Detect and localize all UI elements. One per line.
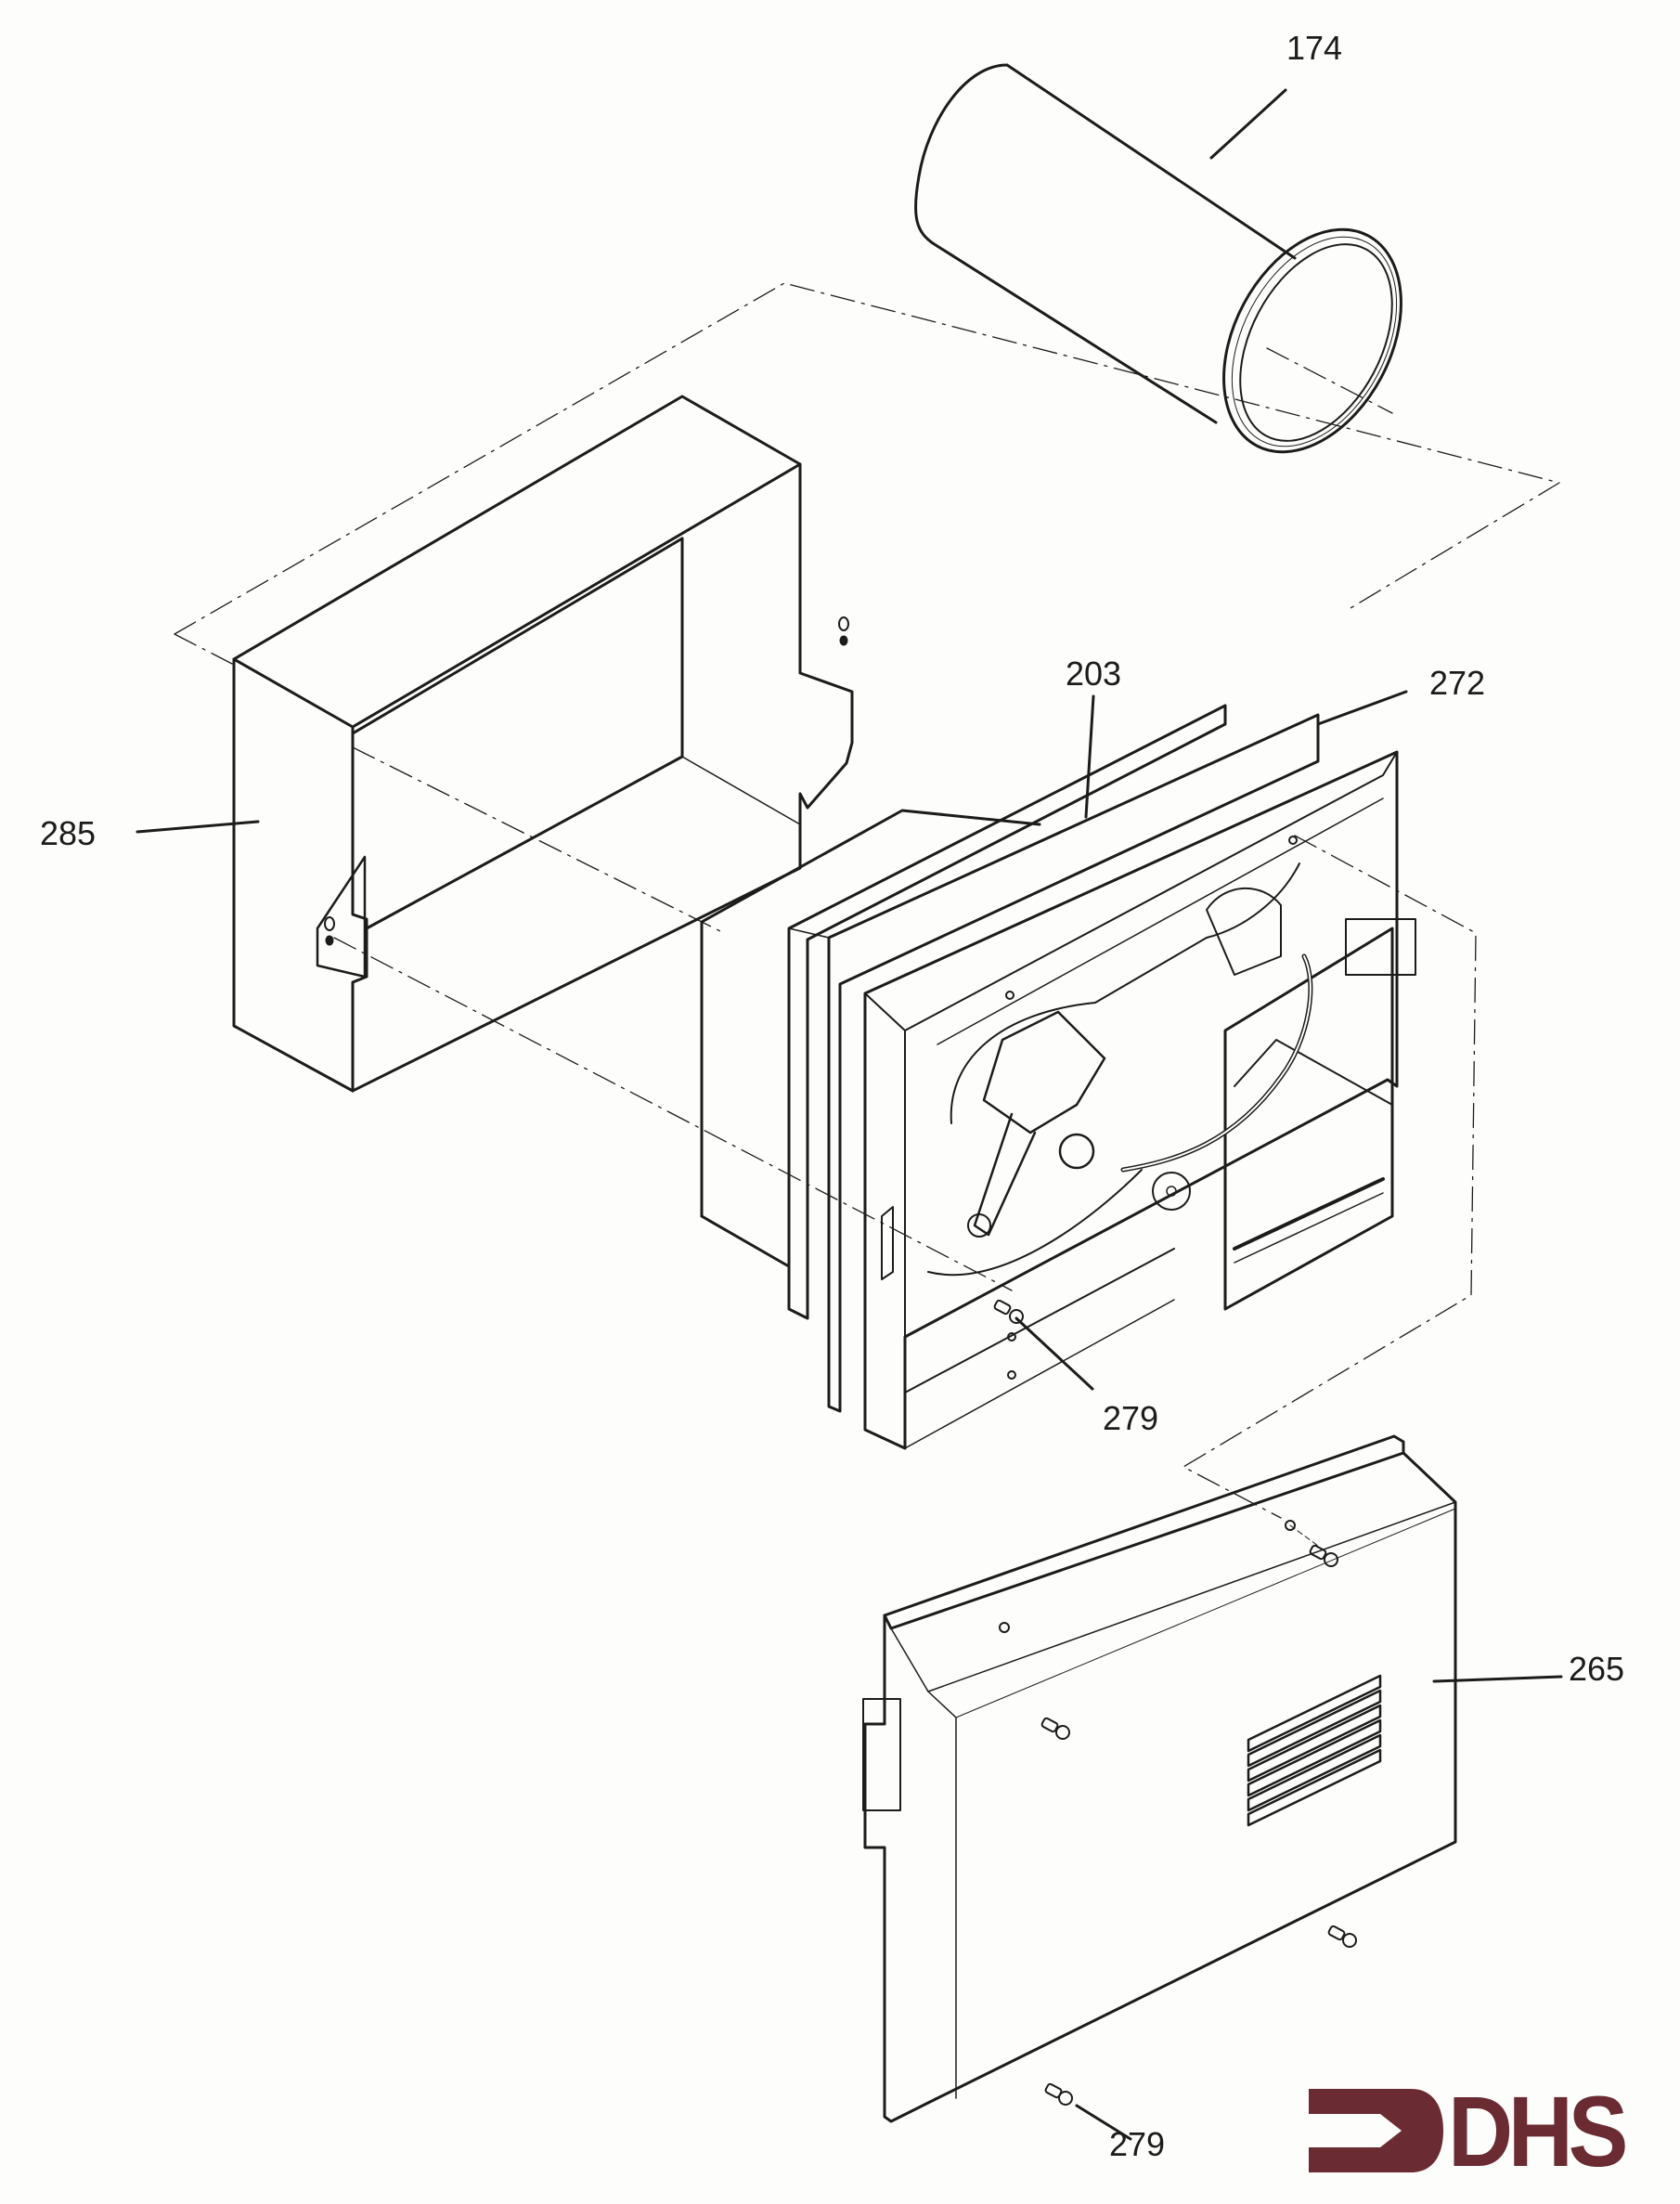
frame-hole [1008, 1371, 1015, 1379]
leader-174 [1211, 90, 1286, 158]
cover-top-flange [885, 1436, 1403, 1628]
cover-top-slope [891, 1628, 928, 1692]
cover-side-handle [863, 1699, 900, 1810]
alignment-line-top [174, 283, 1559, 634]
alignment-lines [174, 283, 1559, 1518]
cover-face-top [956, 1509, 1455, 1718]
callout-279-lower: 279 [1109, 2125, 1166, 2163]
logo-text: DHS [1448, 2075, 1628, 2187]
pulley [1060, 1134, 1093, 1168]
outlet-slot [1234, 1193, 1383, 1263]
louver-slot [1248, 1691, 1380, 1766]
alignment-line-box-diagonal [353, 747, 724, 933]
part-285-housing [137, 396, 852, 1091]
outlet-duct-inner [1234, 1040, 1392, 1105]
fan-housing [951, 863, 1299, 1123]
duct-rim-outer [1188, 200, 1438, 483]
housing-inner-floor [682, 757, 800, 824]
duct-rim-groove [1198, 209, 1430, 474]
louver-slot [1248, 1720, 1380, 1796]
tab-hole [325, 917, 334, 930]
part-265-cover [863, 1436, 1561, 2139]
duct-body [915, 65, 1295, 422]
vent-louvers [1248, 1676, 1380, 1825]
cover-crease [928, 1502, 1455, 1692]
rear-box-bottom [702, 1216, 787, 1265]
callout-203: 203 [1066, 655, 1122, 693]
motor-upper [1207, 888, 1281, 975]
screw-icon [1310, 1545, 1338, 1566]
pulley-small [968, 1214, 990, 1237]
frame-tab [882, 1207, 893, 1279]
alignment-line-frame-right [1183, 836, 1476, 1518]
callout-265: 265 [1569, 1650, 1625, 1688]
motor-arm [975, 1114, 1035, 1235]
leader-265 [1434, 1677, 1561, 1681]
fan-hub-center [1167, 1186, 1176, 1196]
part-203-272-blower-assembly [702, 692, 1415, 1448]
frame-bevel-line-2 [905, 1300, 1174, 1448]
motor [984, 1012, 1105, 1133]
callout-279-upper: 279 [1103, 1399, 1159, 1437]
louver-slot [1248, 1735, 1380, 1810]
outlet-slot [1234, 1179, 1383, 1249]
frame-272 [865, 752, 1397, 1448]
callout-174: 174 [1286, 29, 1343, 67]
tab-hole [839, 617, 848, 630]
belt-guide [928, 1170, 1142, 1275]
callout-272: 272 [1429, 664, 1486, 702]
callout-285: 285 [40, 814, 97, 852]
louver-slot [1248, 1676, 1380, 1751]
leader-285 [137, 822, 258, 832]
outlet-duct [1225, 928, 1392, 1309]
wiring-cable-inner [1123, 956, 1311, 1170]
alignment-line-tube-axis [1267, 348, 1392, 413]
fan-hub [1153, 1173, 1190, 1210]
housing-outline [234, 659, 367, 1091]
leader-279-lower [1077, 2106, 1131, 2139]
cover-outline [865, 1453, 1455, 2121]
frame-hole [1008, 1333, 1015, 1341]
leader-279-upper [1016, 1318, 1092, 1389]
cover-slope-edge [928, 1692, 956, 1718]
gasket-edge [789, 928, 829, 938]
housing-left-tab [317, 857, 365, 977]
leader-203 [1086, 696, 1093, 817]
arrow-bracket-icon [1309, 2089, 1443, 2172]
louver-slot [1248, 1750, 1380, 1825]
screw-icon [994, 1300, 1023, 1323]
dhs-logo: DHS [1304, 2080, 1648, 2182]
cover-hole [1286, 1521, 1295, 1530]
cover-hole [1000, 1623, 1009, 1632]
housing-right-wall [353, 464, 852, 1091]
tab-hole [326, 936, 333, 945]
housing-inner-bottom [367, 757, 682, 928]
alignment-line-box-top [174, 634, 232, 664]
leader-272 [1318, 692, 1406, 724]
rear-box [702, 810, 1040, 1216]
housing-top-edge-thin [234, 659, 353, 727]
outlet-side-box [1346, 919, 1415, 975]
frame-272-bevel [865, 752, 1397, 1031]
screw-icon [1041, 1718, 1069, 1739]
frame-hole [1289, 836, 1297, 844]
screw-icon [1328, 1925, 1356, 1947]
tab-hole [840, 636, 847, 645]
housing-inner-top [353, 538, 682, 733]
gasket-203-inner [829, 715, 1318, 1411]
louver-slot [1248, 1705, 1380, 1781]
frame-lower-edge [905, 1249, 1174, 1393]
duct-rim-inner [1209, 218, 1424, 466]
part-174-duct [915, 65, 1437, 482]
frame-bevel-line [937, 798, 1383, 1044]
screw-alignment-line [1290, 1525, 1318, 1546]
alignment-line-box-lower [334, 938, 1012, 1290]
screw-icon [1045, 2083, 1072, 2105]
frame-hole [1006, 992, 1014, 999]
housing-top-face [234, 396, 800, 727]
gasket-203 [789, 706, 1225, 1318]
